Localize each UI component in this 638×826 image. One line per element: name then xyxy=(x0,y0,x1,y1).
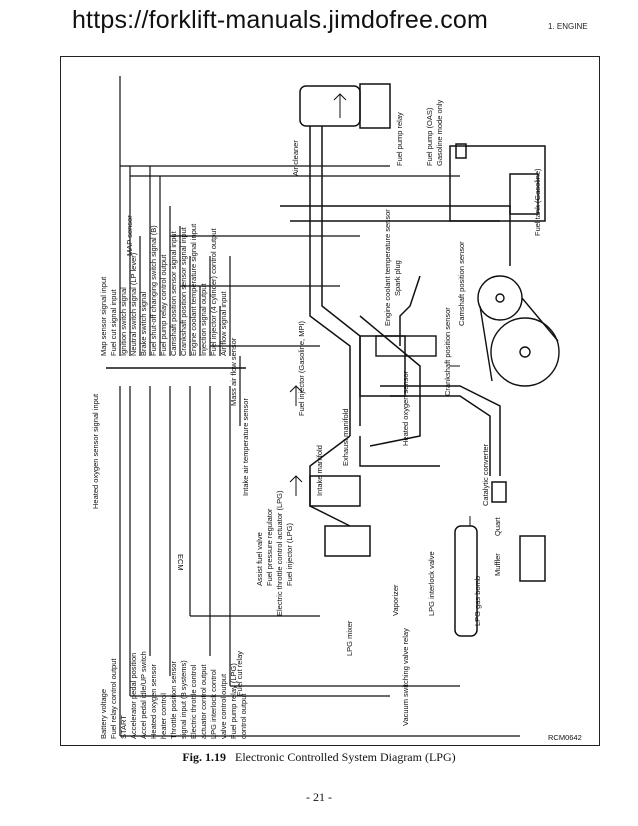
left-label-8: signal input (8 systems) xyxy=(179,660,188,739)
left-label-4: Accel pedal idle/UP switch xyxy=(139,651,148,739)
label-air-cleaner: Air cleaner xyxy=(291,140,300,176)
label-fuel-pump: Fuel pump (OAS) xyxy=(425,107,434,166)
label-vsv-relay: Vacuum switching valve relay xyxy=(401,628,410,726)
label-mass-air-flow: Mass air flow sensor xyxy=(229,337,238,406)
figure-ref-code: RCM0642 xyxy=(548,733,582,742)
label-fuel-pump-relay: Fuel pump relay xyxy=(395,112,404,166)
left-label-15: Heated oxygen sensor signal input xyxy=(91,393,100,509)
label-camshaft: Camshaft position sensor xyxy=(457,241,466,326)
left-label-5: Heated oxygen sensor xyxy=(149,663,158,739)
left-label-14: control output xyxy=(239,693,248,739)
label-pressure-reg: Fuel pressure regulator xyxy=(265,508,274,586)
right-label-column: Map sensor signal input Fuel cut signal … xyxy=(99,223,228,356)
label-muffler: Muffler xyxy=(493,553,502,576)
right-label-2: Ignition switch signal xyxy=(119,287,128,356)
label-fuel-relay: Fuel cut relay xyxy=(235,651,244,696)
right-label-0: Map sensor signal input xyxy=(99,276,108,356)
signal-wires xyxy=(119,76,520,737)
left-label-7: Throttle position sensor xyxy=(169,661,178,739)
caption-number: Fig. 1.19 xyxy=(182,750,227,764)
label-fuel-injector: Fuel injector (Gasoline, MPI) xyxy=(297,320,306,416)
ecm-block: ECM xyxy=(106,367,246,571)
ecm-label: ECM xyxy=(176,554,185,571)
flow-arrows xyxy=(289,93,471,526)
label-oxygen-sensor: Heated oxygen sensor xyxy=(401,370,410,446)
right-label-5: Fuel shut-off changing switch signal (B) xyxy=(149,225,158,356)
left-label-11: LPG interlock control xyxy=(209,669,218,739)
label-spark-plug: Spark plug xyxy=(393,260,402,296)
diagram-frame xyxy=(60,56,600,746)
left-label-12: valve control output xyxy=(219,673,228,739)
left-label-13: Fuel pump relay (LPG) xyxy=(229,663,238,739)
caption-text: Electronic Controlled System Diagram (LP… xyxy=(235,750,456,764)
label-intake-manifold: Intake manifold xyxy=(315,445,324,496)
right-label-9: Engine coolant temperature signal input xyxy=(189,223,198,356)
label-lpg-mixer: LPG mixer xyxy=(345,620,354,656)
left-label-6: heater control xyxy=(159,693,168,739)
label-catalytic: Catalytic converter xyxy=(481,443,490,506)
system-diagram: ECM Battery voltage Fuel relay control o… xyxy=(91,76,582,742)
label-coolant: Engine coolant temperature sensor xyxy=(383,209,392,326)
left-label-2: START xyxy=(119,715,128,739)
header-section: 1. ENGINE xyxy=(548,22,588,31)
right-label-3: Neutral switch signal (LP lever) xyxy=(129,252,138,356)
right-label-6: Fuel pump relay control output xyxy=(159,254,168,356)
label-fuel-tank: Fuel tank (Gasoline) xyxy=(533,168,542,236)
left-label-10: actuator control output xyxy=(199,663,208,739)
label-lpg-interlock: LPG interlock valve xyxy=(427,551,436,616)
label-injector-lpg: Fuel injector (LPG) xyxy=(285,523,294,586)
label-fuel-pump-note: Gasoline mode only xyxy=(435,99,444,166)
label-throttle: Electric throttle control actuator (LPG) xyxy=(275,490,284,616)
right-label-8: Crankshaft position sensor signal input xyxy=(179,226,188,356)
right-label-12: Air flow signal input xyxy=(219,290,228,356)
left-label-column: Battery voltage Fuel relay control outpu… xyxy=(91,393,248,739)
left-label-0: Battery voltage xyxy=(99,689,108,739)
label-intake-air-temp: Intake air temperature sensor xyxy=(241,398,250,496)
right-label-10: Injection signal output xyxy=(199,283,208,356)
figure-caption: Fig. 1.19 Electronic Controlled System D… xyxy=(0,750,638,765)
label-exhaust-manifold: Exhaust manifold xyxy=(341,408,350,466)
piping xyxy=(280,83,546,637)
right-label-7: Camshaft position sensor signal input xyxy=(169,230,178,356)
right-label-11: Fuel injector (4 cylinder) control outpu… xyxy=(209,228,218,356)
label-lpg-gas-bomb: LPG gas bomb xyxy=(473,576,482,626)
component-labels: Air cleaner Fuel pump relay Fuel pump (O… xyxy=(125,99,542,726)
right-label-4: Brake switch signal xyxy=(139,291,148,356)
label-assist-valve: Assist fuel valve xyxy=(255,532,264,586)
label-map-sensor: MAP sensor xyxy=(125,215,134,256)
left-label-9: Electric throttle control xyxy=(189,664,198,739)
page-number: - 21 - xyxy=(306,790,332,804)
belt-drive xyxy=(375,275,560,387)
header-url[interactable]: https://forklift-manuals.jimdofree.com xyxy=(71,6,489,34)
label-crankshaft: Crankshaft position sensor xyxy=(443,307,452,396)
right-label-1: Fuel cut signal input xyxy=(109,288,118,356)
label-quart: Quart xyxy=(493,516,502,536)
left-label-1: Fuel relay control output xyxy=(109,658,118,739)
label-vaporizer: Vaporizer xyxy=(391,584,400,616)
